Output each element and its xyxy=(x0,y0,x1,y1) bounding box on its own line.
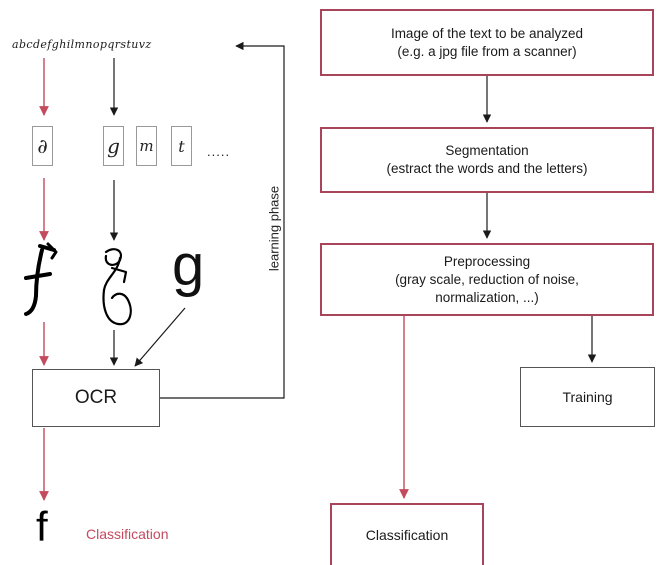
preprocessing-detail-1: (gray scale, reduction of noise, xyxy=(395,271,579,287)
typed-glyph-g: g xyxy=(172,233,205,298)
handwritten-sample-m: m xyxy=(136,126,157,166)
right-classification-box: Classification xyxy=(330,503,484,565)
alphabet-strip: abcdefghilmnopqrstuvz xyxy=(12,38,152,51)
image-input-box: Image of the text to be analyzed (e.g. a… xyxy=(320,9,654,76)
left-classification-label: Classification xyxy=(86,526,169,542)
preprocessing-title: Preprocessing xyxy=(443,253,531,269)
ocr-box: OCR xyxy=(32,369,160,427)
learning-phase-label: learning phase xyxy=(266,185,282,272)
segmentation-box: Segmentation (estract the words and the … xyxy=(320,127,654,193)
right-classification-label: Classification xyxy=(365,527,449,543)
training-box: Training xyxy=(520,367,655,427)
samples-ellipsis: ..... xyxy=(207,144,231,159)
image-box-title: Image of the text to be analyzed xyxy=(390,25,584,41)
handwritten-sample-t: t xyxy=(171,126,192,166)
ocr-label: OCR xyxy=(74,387,118,408)
normalized-glyph-f xyxy=(24,242,58,316)
handwritten-sample-d: ∂ xyxy=(32,126,53,166)
segmentation-title: Segmentation xyxy=(445,143,529,158)
segmentation-subtitle: (estract the words and the letters) xyxy=(386,161,588,176)
preprocessing-box: Preprocessing (gray scale, reduction of … xyxy=(320,243,654,316)
arrow-typed-g-to-ocr xyxy=(134,307,186,367)
preprocessing-detail-2: normalization, ...) xyxy=(435,289,539,305)
result-glyph-f: f xyxy=(36,503,48,550)
normalized-glyph-g xyxy=(102,248,132,326)
arrow-learning-phase-loop xyxy=(160,41,285,399)
handwritten-sample-g: g xyxy=(103,126,124,166)
training-label: Training xyxy=(562,389,613,405)
image-box-subtitle: (e.g. a jpg file from a scanner) xyxy=(397,43,577,59)
